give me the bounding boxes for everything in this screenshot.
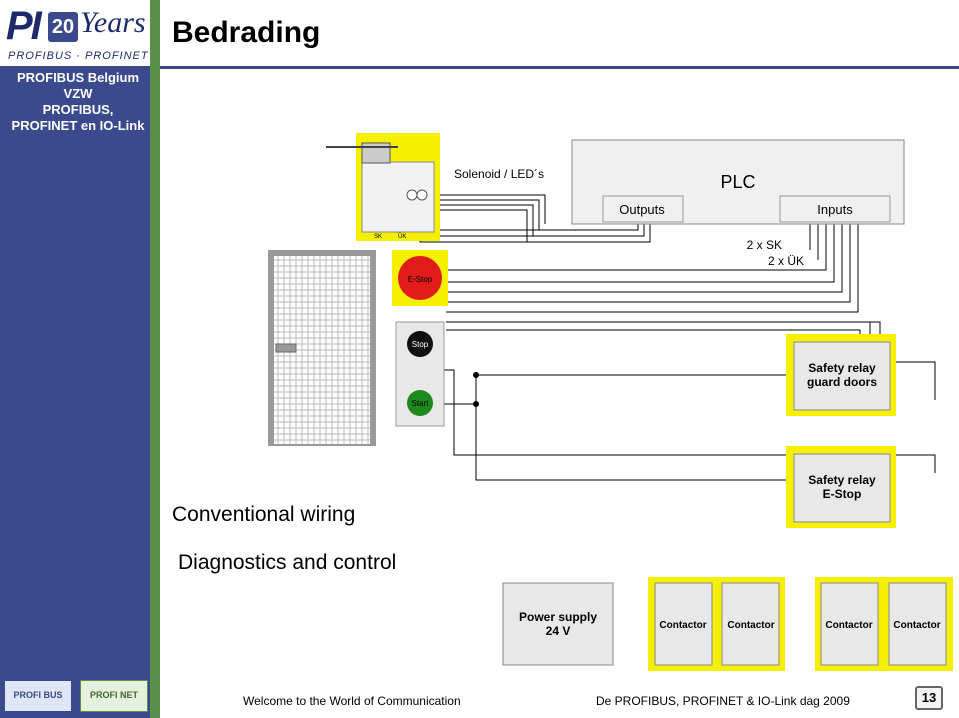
contactor-box [820, 582, 879, 666]
safety-relay-estop-body [793, 453, 891, 523]
plc-inputs-block [779, 195, 891, 223]
contactor-box [721, 582, 780, 666]
safety-relay-guard-line2: guard doors [807, 375, 877, 389]
contactor-box [888, 582, 947, 666]
safety-relay-estop-line1: Safety relay [808, 473, 876, 487]
lock-uk-label: ÜK [398, 233, 406, 240]
profibus-logo: PROFI BUS [4, 680, 72, 712]
safety-relay-guard-body [793, 341, 891, 411]
power-supply-line1: Power supply [519, 610, 597, 624]
led-icon [416, 189, 428, 201]
sidebar-org-text: PROFIBUS Belgium VZW PROFIBUS, PROFINET … [8, 70, 148, 134]
solenoid-label: Solenoid / LED´s [454, 167, 544, 181]
stop-label: Stop [412, 340, 429, 349]
sidebar [0, 0, 150, 718]
start-button-icon [407, 390, 433, 416]
org-line: VZW [63, 86, 93, 101]
pi-logo: PI 20 Years PROFIBUS · PROFINET [0, 0, 150, 66]
page-title: Bedrading [172, 16, 321, 49]
plc-title: PLC [720, 172, 755, 192]
wire-junction [473, 401, 479, 407]
led-icon [406, 189, 418, 201]
logo-years-text: Years [80, 6, 146, 39]
uk-label: 2 x ÜK [768, 254, 804, 268]
plc-outputs-label: Outputs [619, 202, 665, 217]
contactor-box [654, 582, 713, 666]
footer-event: De PROFIBUS, PROFINET & IO-Link dag 2009 [596, 694, 850, 708]
plc-inputs-label: Inputs [817, 202, 853, 217]
contactor-label: Contactor [893, 620, 940, 631]
logo-pi-text: PI [6, 4, 42, 48]
contactor-label: Contactor [659, 620, 706, 631]
estop-button-icon [398, 256, 442, 300]
page-number: 13 [915, 686, 943, 710]
wires [419, 194, 936, 481]
contactor-label: Contactor [727, 620, 774, 631]
safety-relay-guard-line1: Safety relay [808, 361, 876, 375]
org-line: PROFINET en IO-Link [11, 118, 145, 133]
start-label: Start [412, 399, 430, 408]
footer-welcome: Welcome to the World of Communication [243, 694, 461, 708]
power-supply-line2: 24 V [546, 624, 571, 638]
plc-outputs-block [602, 195, 684, 223]
wire-junction [473, 372, 479, 378]
sk-label: 2 x SK [747, 238, 782, 252]
sidebar-accent-strip [150, 0, 160, 718]
stop-button-icon [407, 331, 433, 357]
power-supply-box [502, 582, 614, 666]
estop-label: E-Stop [408, 275, 433, 284]
safety-relay-estop-line2: E-Stop [823, 487, 862, 501]
diagnostics-label: Diagnostics and control [178, 551, 396, 574]
logo-tagline: PROFIBUS · PROFINET [8, 50, 149, 62]
contactor-label: Contactor [825, 620, 872, 631]
org-line: PROFIBUS, [42, 102, 114, 117]
profinet-logo: PROFI NET [80, 680, 148, 712]
title-bar [160, 0, 959, 69]
logo-20-badge: 20 [48, 12, 78, 42]
guard-door-icon [268, 250, 376, 446]
footer-logos: PROFI BUS PROFI NET [4, 680, 154, 712]
org-line: PROFIBUS Belgium [16, 70, 140, 85]
conventional-wiring-label: Conventional wiring [172, 503, 355, 526]
lock-sk-label: SK [374, 234, 382, 240]
